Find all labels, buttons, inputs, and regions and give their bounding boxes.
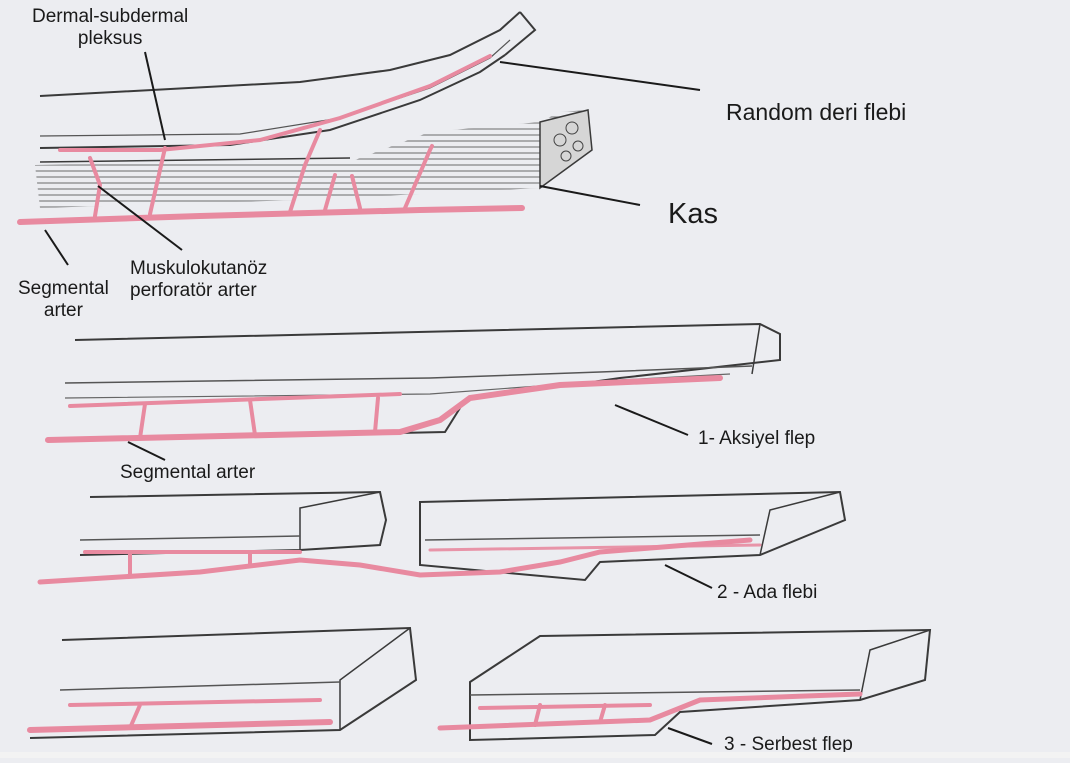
bottom-edge <box>0 752 1070 758</box>
muscle-end <box>540 110 592 188</box>
label-random-flap: Random deri flebi <box>726 99 906 125</box>
label-musculo-line1: Muskulokutanöz <box>130 258 267 280</box>
axial-flap-figure <box>48 324 780 460</box>
island-flap-figure <box>40 492 845 588</box>
label-segmental-line2: arter <box>18 300 109 322</box>
random-flap-figure <box>20 12 700 265</box>
label-dermal-line2: pleksus <box>32 28 188 50</box>
free-flap-artery-2 <box>440 694 860 728</box>
label-segmental-arter: Segmental arter <box>18 278 109 322</box>
free-flap-artery-1 <box>30 722 330 730</box>
label-muscle: Kas <box>668 198 718 231</box>
label-segmental-line1: Segmental <box>18 278 109 300</box>
label-dermal-plexus: Dermal-subdermal pleksus <box>32 6 188 50</box>
label-musculo-line2: perforatör arter <box>130 280 267 302</box>
label-axial-flap: 1- Aksiyel flep <box>698 428 815 450</box>
free-flap-figure <box>30 628 930 744</box>
label-segmental-artery: Segmental arter <box>120 462 255 484</box>
axial-artery <box>48 378 720 440</box>
label-musculocutaneous: Muskulokutanöz perforatör arter <box>130 258 267 302</box>
label-island-flap: 2 - Ada flebi <box>717 582 817 604</box>
label-dermal-line1: Dermal-subdermal <box>32 6 188 28</box>
